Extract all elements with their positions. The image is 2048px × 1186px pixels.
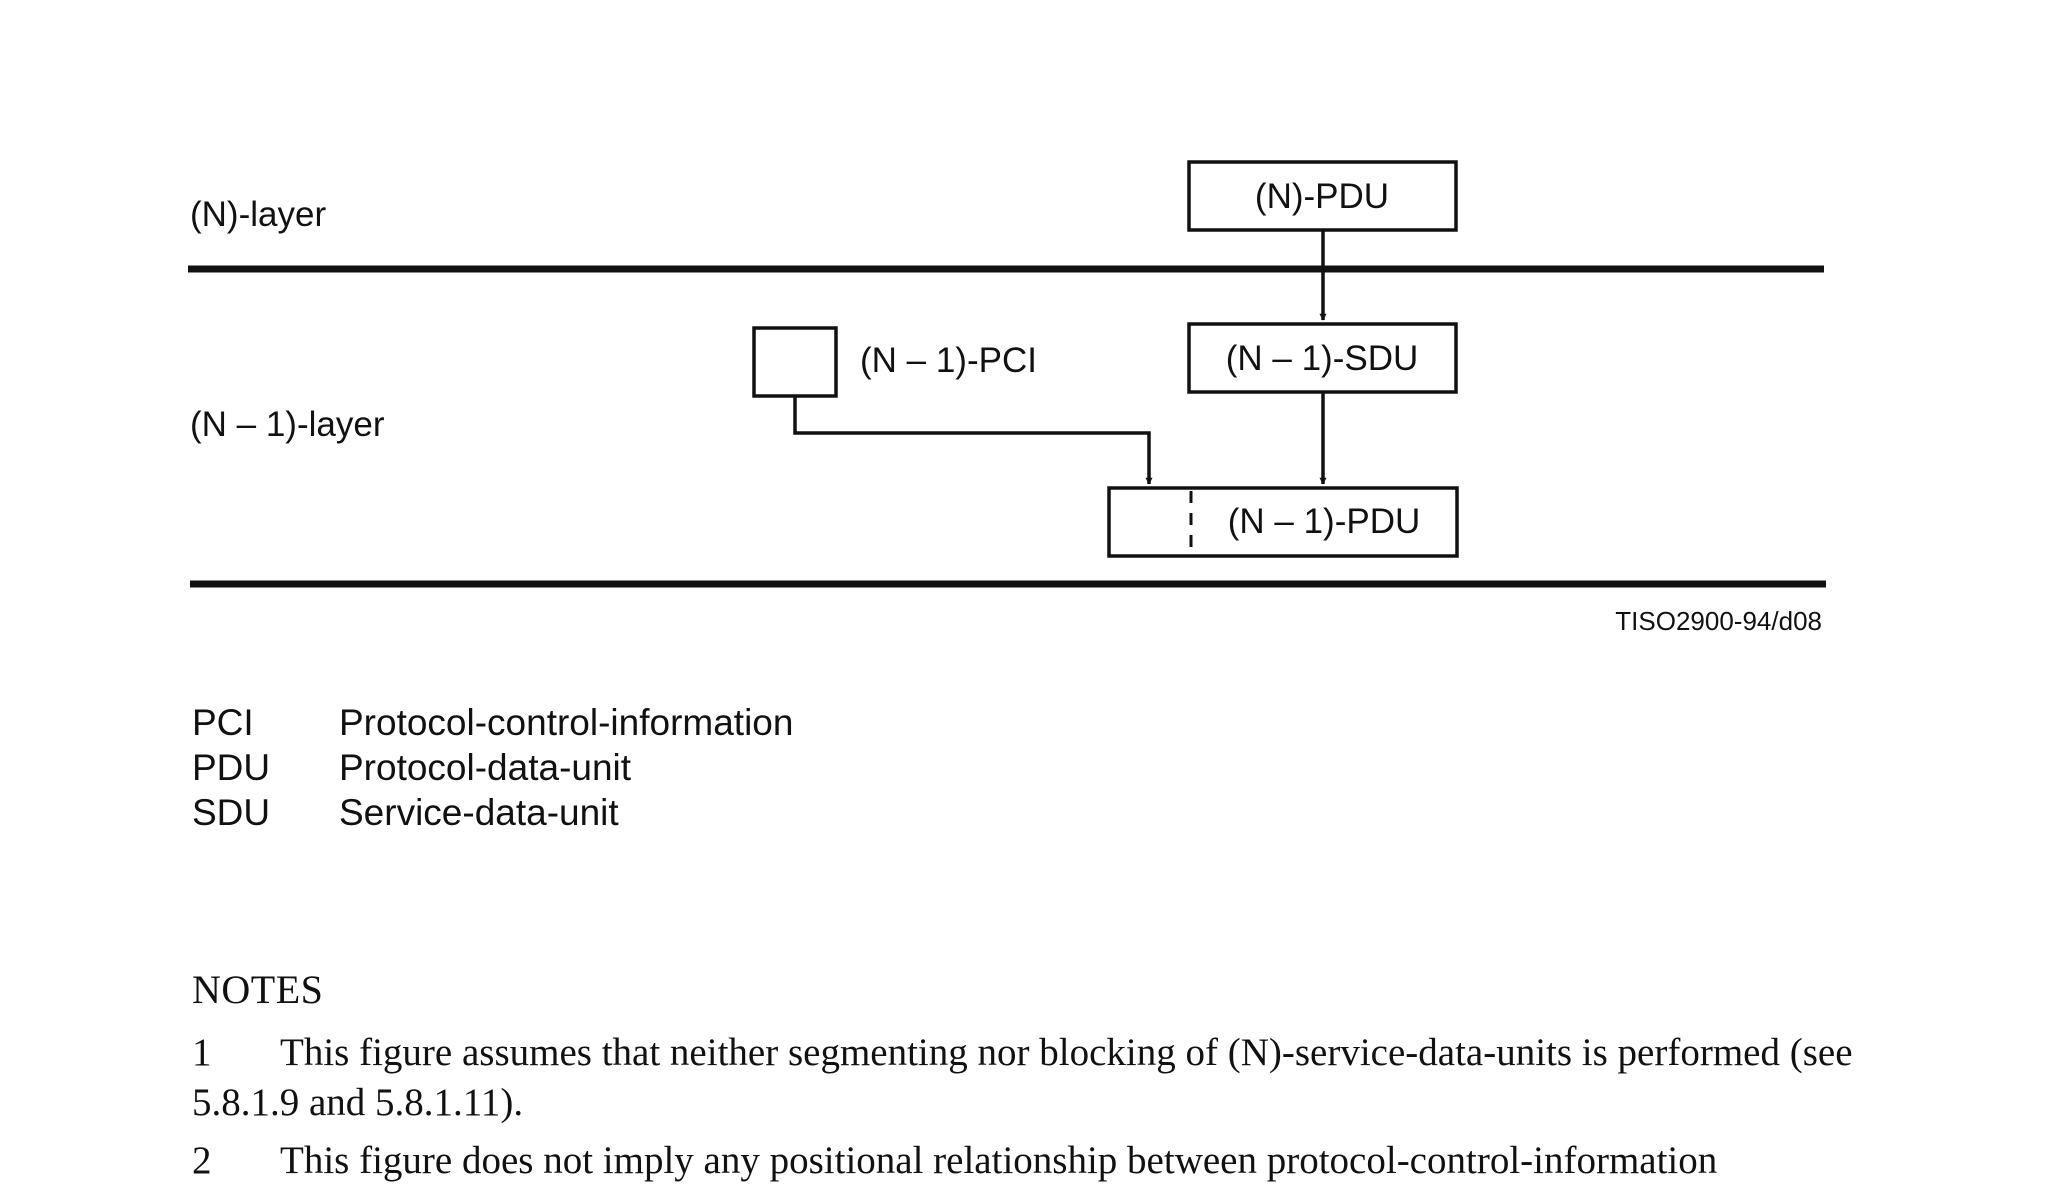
abbreviation-definition: Protocol-control-information bbox=[339, 702, 794, 743]
abbreviation-term: PCI bbox=[192, 702, 254, 743]
notes-title: NOTES bbox=[192, 967, 324, 1012]
n-minus-1-pdu-label: (N – 1)-PDU bbox=[1228, 502, 1421, 541]
note-text: This figure assumes that neither segment… bbox=[192, 1031, 1853, 1124]
n-minus-1-pdu-box bbox=[1107, 486, 1459, 558]
note-number: 2 bbox=[192, 1139, 212, 1182]
note-text: This figure does not imply any positiona… bbox=[280, 1139, 1718, 1182]
note-item: 2 This figure does not imply any position… bbox=[192, 1136, 1912, 1186]
abbreviation-term: SDU bbox=[192, 792, 271, 833]
n-minus-1-pci-box bbox=[752, 326, 838, 398]
pdu-diagram: (N)-layer (N – 1)-layer (N)-PDU (N – 1)-… bbox=[188, 160, 1826, 636]
abbreviation-definition: Protocol-data-unit bbox=[339, 747, 632, 788]
n-minus-1-sdu-box bbox=[1187, 322, 1458, 394]
figure-id: TISO2900-94/d08 bbox=[1615, 606, 1822, 636]
n-layer-label: (N)-layer bbox=[190, 195, 326, 234]
abbreviation-row-pci: PCI Protocol-control-information bbox=[192, 700, 793, 745]
abbreviation-row-pdu: PDU Protocol-data-unit bbox=[192, 745, 793, 790]
n-minus-1-pci-label: (N – 1)-PCI bbox=[860, 341, 1037, 380]
abbreviation-term: PDU bbox=[192, 747, 271, 788]
abbreviation-list: PCI Protocol-control-information PDU Pro… bbox=[192, 700, 793, 835]
n-pdu-box bbox=[1187, 160, 1458, 232]
abbreviation-row-sdu: SDU Service-data-unit bbox=[192, 790, 793, 835]
arrow-pci-to-pdu bbox=[793, 396, 1153, 485]
n-pdu-label: (N)-PDU bbox=[1255, 177, 1389, 216]
n-minus-1-layer-label: (N – 1)-layer bbox=[190, 405, 385, 444]
abbreviation-definition: Service-data-unit bbox=[339, 792, 619, 833]
note-number: 1 bbox=[192, 1031, 212, 1074]
n-minus-1-sdu-label: (N – 1)-SDU bbox=[1226, 339, 1419, 378]
